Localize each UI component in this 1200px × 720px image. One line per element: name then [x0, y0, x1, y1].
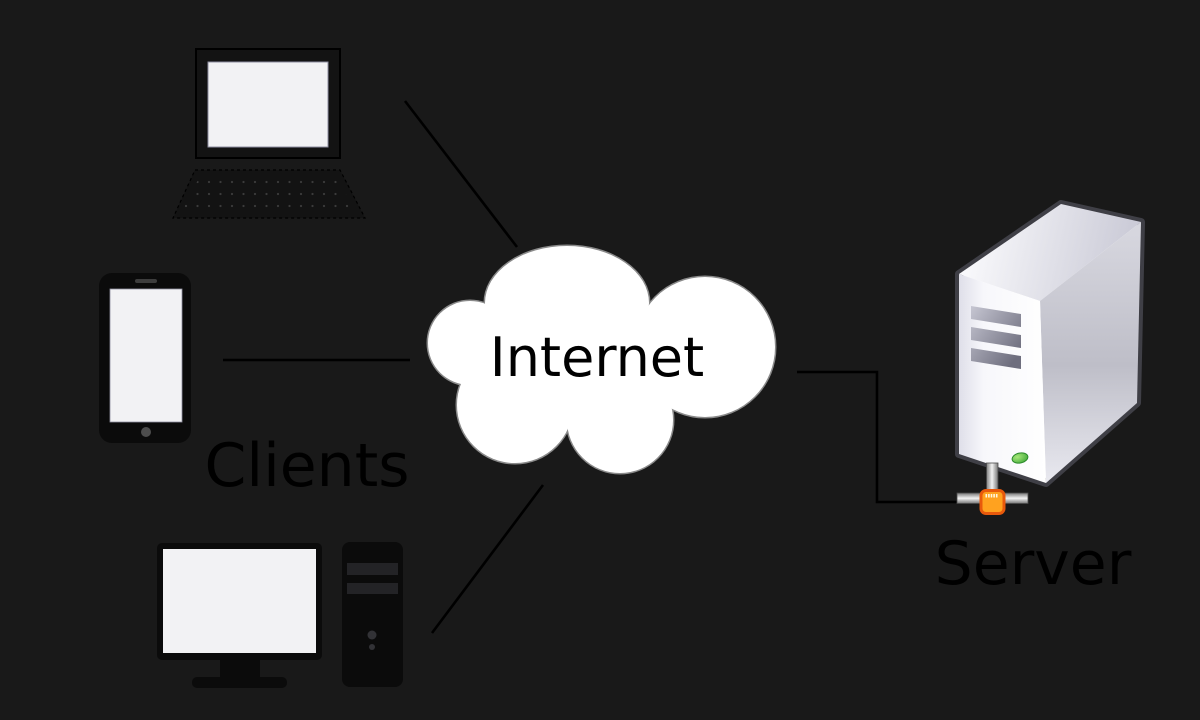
server-top-face [959, 204, 1141, 301]
server-right-face [1040, 222, 1141, 483]
internet-label: Internet [489, 326, 705, 389]
server-network-connector [956, 462, 1029, 515]
clients-label: Clients [204, 431, 410, 501]
monitor-screen [163, 549, 316, 653]
server-front-face [959, 274, 1046, 483]
server-tower-icon [955, 200, 1145, 515]
laptop-cloud-line [403, 100, 519, 248]
laptop-icon [172, 48, 366, 219]
phone-home-button [141, 427, 151, 437]
rj45-plug [979, 489, 1006, 515]
cloud-server-line [797, 370, 960, 504]
phone-screen [109, 288, 183, 423]
tower-case [342, 542, 403, 687]
server-label: Server [934, 529, 1132, 599]
server-drive-bays [971, 306, 1021, 369]
phone-speaker [135, 279, 157, 283]
connection-lines [223, 100, 960, 634]
desktop-icon [157, 542, 403, 688]
cloud-icon [426, 244, 777, 475]
laptop-screen [207, 61, 329, 148]
server-power-led [1011, 452, 1029, 464]
desktop-cloud-line [430, 484, 545, 634]
smartphone-icon [99, 273, 191, 443]
